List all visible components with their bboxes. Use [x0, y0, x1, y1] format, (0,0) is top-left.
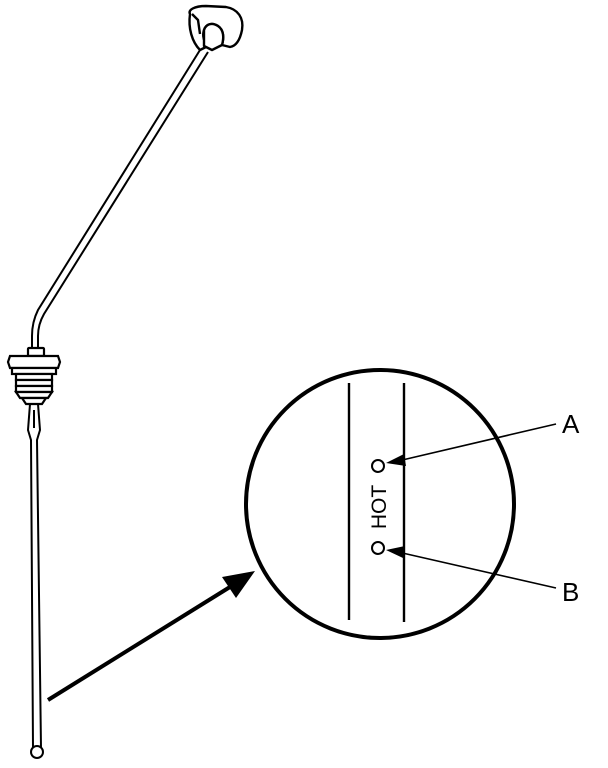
hot-marking-label: HOT: [368, 485, 391, 530]
callout-a-leader: [386, 423, 557, 466]
dipstick-upper-tube: [31, 49, 209, 352]
callout-b-label: B: [562, 577, 579, 607]
lower-mark-hole: [371, 541, 385, 555]
dipstick-blade: [26, 403, 44, 759]
callout-b-leader: [386, 546, 557, 589]
dipstick-handle: [188, 4, 244, 52]
callout-a-label: A: [562, 409, 580, 439]
magnified-detail-circle: HOT: [244, 368, 516, 640]
upper-mark-hole: [371, 459, 385, 473]
dipstick-cap: [6, 346, 62, 406]
magnify-arrow: [46, 571, 255, 702]
